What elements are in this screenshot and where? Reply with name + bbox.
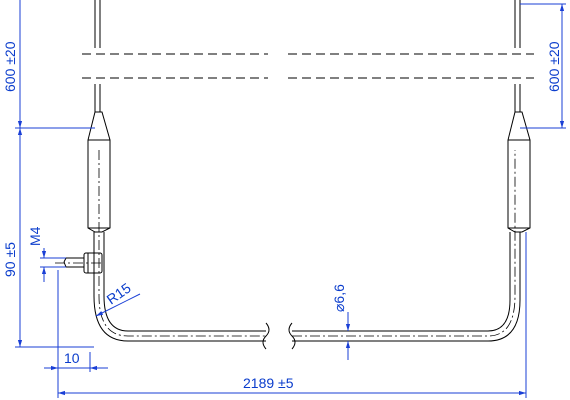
tube-diameter-label: ⌀6,6 — [331, 284, 347, 312]
left-lead-wire — [94, 0, 101, 112]
lead-length-right-label: 600 ±20 — [546, 41, 562, 92]
bend-radius-label: R15 — [104, 279, 134, 307]
dimension-lines — [15, 0, 566, 398]
threaded-stud — [55, 252, 104, 274]
right-lead-wire — [514, 0, 521, 112]
height-label: 90 ±5 — [2, 242, 18, 277]
offset-label: 10 — [64, 350, 80, 366]
thread-label: M4 — [27, 226, 43, 246]
heater-tube — [93, 150, 521, 350]
break-lines — [82, 53, 534, 79]
lead-length-left-label: 600 ±20 — [2, 41, 18, 92]
right-sleeve — [507, 111, 531, 233]
total-length-label: 2189 ±5 — [243, 375, 294, 391]
